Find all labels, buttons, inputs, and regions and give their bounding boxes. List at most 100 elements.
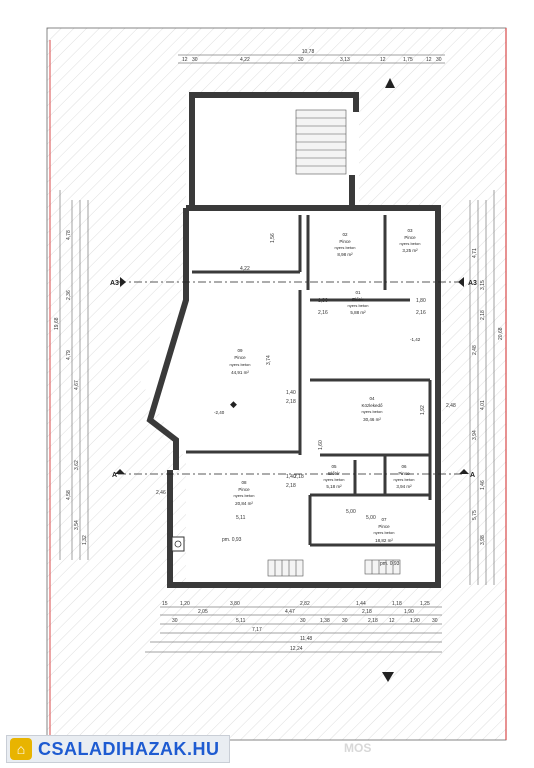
room-name: Pince [404, 235, 416, 240]
dim-text: 5,75 [472, 510, 478, 520]
room-08: 08 Pince nyers beton 20,84 m² [234, 480, 255, 506]
room-02: 02 Pince nyers beton 8,98 m² [335, 232, 356, 257]
room-name: Pince [234, 355, 246, 360]
dim-text: 1,18 [392, 601, 402, 607]
dimension-lines [59, 54, 495, 653]
room-finish: nyers beton [335, 245, 356, 250]
dim-text: 4,47 [285, 609, 295, 615]
dim-left-total: 19,68 [54, 317, 60, 330]
dim-text: 3,98 [480, 535, 486, 545]
dim-text: 3,54 [74, 520, 80, 530]
dim-text: 1,46 [480, 480, 486, 490]
room-name: Pince [339, 239, 351, 244]
dim-text: 1,25 [420, 601, 430, 607]
dim-text: 1,38 [320, 618, 330, 624]
dim-left-parts: 4,78 2,36 4,79 4,67 3,62 4,58 3,54 1,32 [66, 230, 88, 545]
dim-text: 1,40 [286, 390, 296, 396]
section-marker-top-icon [385, 78, 395, 88]
room-01: 01 Előtér nyers beton 5,88 m² [348, 290, 369, 315]
dim-text: 12 [380, 57, 386, 63]
dim-text: 4,67 [74, 380, 80, 390]
room-name: Pince [238, 487, 250, 492]
dim-text: 2,05 [198, 609, 208, 615]
room-area: 3,94 m² [396, 484, 412, 489]
room-area: 5,18 m² [326, 484, 342, 489]
room-04: 04 Közlekedő nyers beton 30,46 m² [361, 396, 383, 422]
dim-right-parts: 4,71 3,15 2,18 2,48 4,01 3,94 1,46 5,75 … [472, 248, 486, 545]
dim-bottom-row-6: 12,24 [290, 646, 303, 652]
outer-walls [146, 92, 441, 588]
dim-text: 1,20 [180, 601, 190, 607]
dim-text: 2,46 [156, 490, 166, 496]
room-id: 06 [401, 464, 407, 469]
dim-bottom-row-3: 30 5,11 30 1,38 30 2,18 12 1,90 30 [172, 618, 438, 624]
dim-text: 30 [192, 57, 198, 63]
dim-right-total: 20,68 [498, 327, 504, 340]
dim-text: 5,11 [236, 515, 246, 521]
room-labels: 02 Pince nyers beton 8,98 m² 03 Pince ny… [230, 228, 421, 543]
dim-bottom-row-5: 11,48 [300, 636, 312, 642]
dim-text: 3,94 [472, 430, 478, 440]
room-id: 03 [407, 228, 413, 233]
dim-text: 1,44 [356, 601, 366, 607]
dim-text: 5,00 [346, 509, 356, 515]
dim-text: 12 [389, 618, 395, 624]
dim-text: 1,90 [404, 609, 414, 615]
room-area: 20,84 m² [235, 501, 253, 506]
section-label-a3-left: A3 [110, 280, 119, 287]
watermark-text: MOS [344, 741, 372, 755]
dim-top-parts: 12 30 4,22 30 3,13 12 1,75 12 30 [182, 57, 442, 63]
dim-text: 2,48 [446, 403, 456, 409]
dim-text: 12 [182, 57, 188, 63]
dim-text: 2,18 [480, 310, 486, 320]
dim-text: 5,11 [236, 618, 246, 624]
room-03: 03 Pince nyers beton 3,25 m² [400, 228, 421, 253]
dim-text: 3,15 [480, 280, 486, 290]
room-id: 05 [331, 464, 337, 469]
room-finish: nyers beton [348, 303, 369, 308]
dim-bottom-row-2: 2,05 4,47 2,18 1,90 [198, 609, 414, 615]
dim-top-total: 10,78 [302, 49, 315, 55]
logo-text: CSALADIHAZAK.HU [38, 738, 220, 759]
room-finish: nyers beton [230, 362, 251, 367]
section-marker-bottom-icon [382, 672, 394, 682]
room-name: Pince [378, 524, 390, 529]
room-finish: nyers beton [234, 493, 255, 498]
section-label-a-left: A [112, 472, 117, 479]
dim-text: 3,62 [74, 460, 80, 470]
section-label-a-right: A [470, 472, 475, 479]
dim-text: 30 [300, 618, 306, 624]
dim-text: 1,32 [82, 535, 88, 545]
dim-text: 30 [298, 57, 304, 63]
dim-text: 30 [432, 618, 438, 624]
room-06: 06 Pince nyers beton 3,94 m² [394, 464, 415, 489]
room-05: 05 Előtér nyers beton 5,18 m² [324, 464, 345, 489]
room-id: 01 [355, 290, 361, 295]
dim-text: 1,75 [403, 57, 413, 63]
dim-text: 5,00 [366, 515, 376, 521]
room-area: 30,46 m² [363, 417, 381, 422]
dim-text: 15 [162, 601, 168, 607]
dim-text: 4,79 [66, 350, 72, 360]
room-id: 04 [369, 396, 375, 401]
room-finish: nyers beton [362, 409, 383, 414]
staircase [267, 109, 401, 577]
dim-text: 2,18 [368, 618, 378, 624]
dim-text: 30 [172, 618, 178, 624]
dim-text: 4,22 [240, 57, 250, 63]
column-detail [171, 536, 185, 552]
level-mark-entry: -1,42 [410, 337, 421, 342]
dim-inner: 4,22 1,56 1,80 1,80 2,16 2,16 3,74 1,40 … [156, 233, 456, 567]
dim-text: 4,78 [66, 230, 72, 240]
dim-text: 2,18 [362, 609, 372, 615]
room-finish: nyers beton [394, 477, 415, 482]
site-logo[interactable]: ⌂ CSALADIHAZAK.HU [6, 735, 230, 763]
section-markers [115, 277, 469, 474]
level-mark-main: -2,40 [214, 410, 225, 415]
room-id: 07 [381, 517, 387, 522]
dim-text: 2,36 [66, 290, 72, 300]
room-finish: nyers beton [374, 530, 395, 535]
room-area: 8,98 m² [337, 252, 353, 257]
section-label-a3-right: A3 [468, 280, 477, 287]
